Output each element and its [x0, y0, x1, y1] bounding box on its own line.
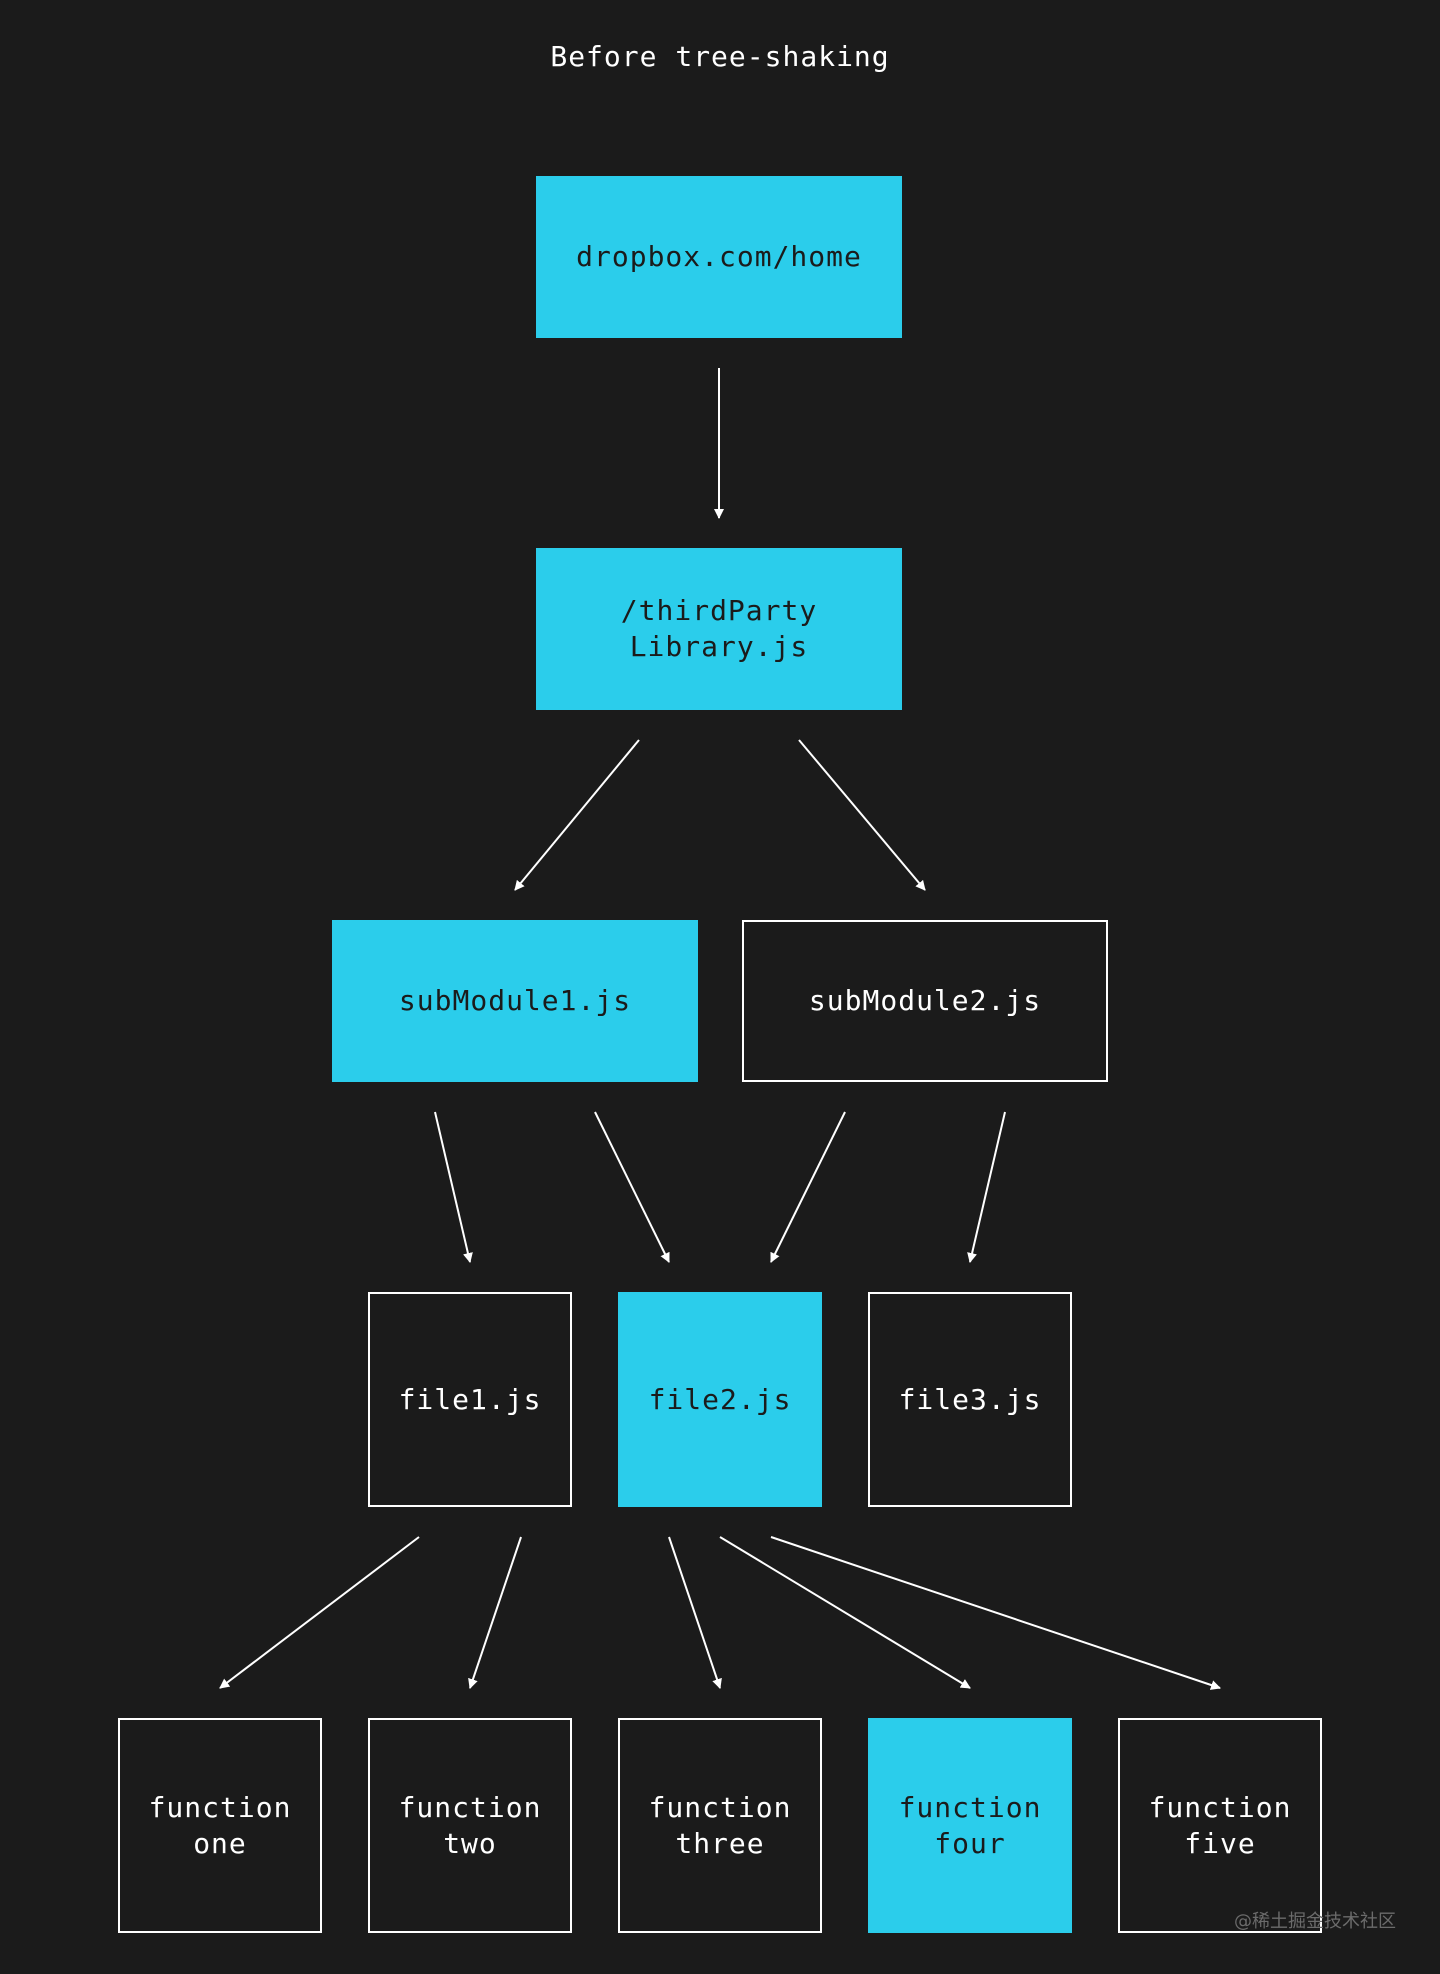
node-submodule1: subModule1.js — [332, 920, 698, 1082]
node-label: subModule2.js — [808, 984, 1042, 1017]
node-label: file2.js — [648, 1382, 792, 1416]
node-third-party-library: /thirdParty Library.js — [536, 548, 902, 710]
edge-submodule2-to-file2 — [770, 1111, 846, 1263]
edge-file1-to-function_one — [219, 1536, 420, 1689]
node-submodule2: subModule2.js — [742, 920, 1108, 1082]
node-function-five: function five — [1118, 1718, 1322, 1933]
node-file3: file3.js — [868, 1292, 1072, 1507]
node-label: dropbox.com/home — [576, 240, 862, 273]
node-function-one: function one — [118, 1718, 322, 1933]
node-label: file3.js — [898, 1382, 1042, 1416]
node-label: file1.js — [398, 1382, 542, 1416]
node-file1: file1.js — [368, 1292, 572, 1507]
node-label: function two — [398, 1790, 542, 1860]
node-label: /thirdParty Library.js — [620, 594, 818, 663]
node-file2: file2.js — [618, 1292, 822, 1507]
node-label: function five — [1148, 1790, 1292, 1860]
node-function-two: function two — [368, 1718, 572, 1933]
node-label: subModule1.js — [398, 984, 632, 1017]
node-label: function three — [648, 1790, 792, 1860]
node-dropbox-home: dropbox.com/home — [536, 176, 902, 338]
diagram-title: Before tree-shaking — [550, 40, 890, 73]
edge-file2-to-function_four — [719, 1536, 971, 1689]
edge-third_party-to-submodule1 — [514, 739, 640, 891]
node-label: function four — [898, 1790, 1042, 1860]
node-function-three: function three — [618, 1718, 822, 1933]
edge-file2-to-function_five — [770, 1536, 1221, 1690]
edge-submodule1-to-file2 — [594, 1111, 670, 1263]
node-function-four: function four — [868, 1718, 1072, 1933]
edge-file1-to-function_two — [468, 1536, 522, 1689]
edge-submodule1-to-file1 — [434, 1111, 473, 1263]
edge-third_party-to-submodule2 — [798, 739, 926, 891]
watermark: @稀土掘金技术社区 — [1234, 1911, 1396, 1932]
edge-submodule2-to-file3 — [967, 1111, 1006, 1263]
edge-file2-to-function_three — [668, 1536, 722, 1689]
node-label: function one — [148, 1790, 292, 1860]
